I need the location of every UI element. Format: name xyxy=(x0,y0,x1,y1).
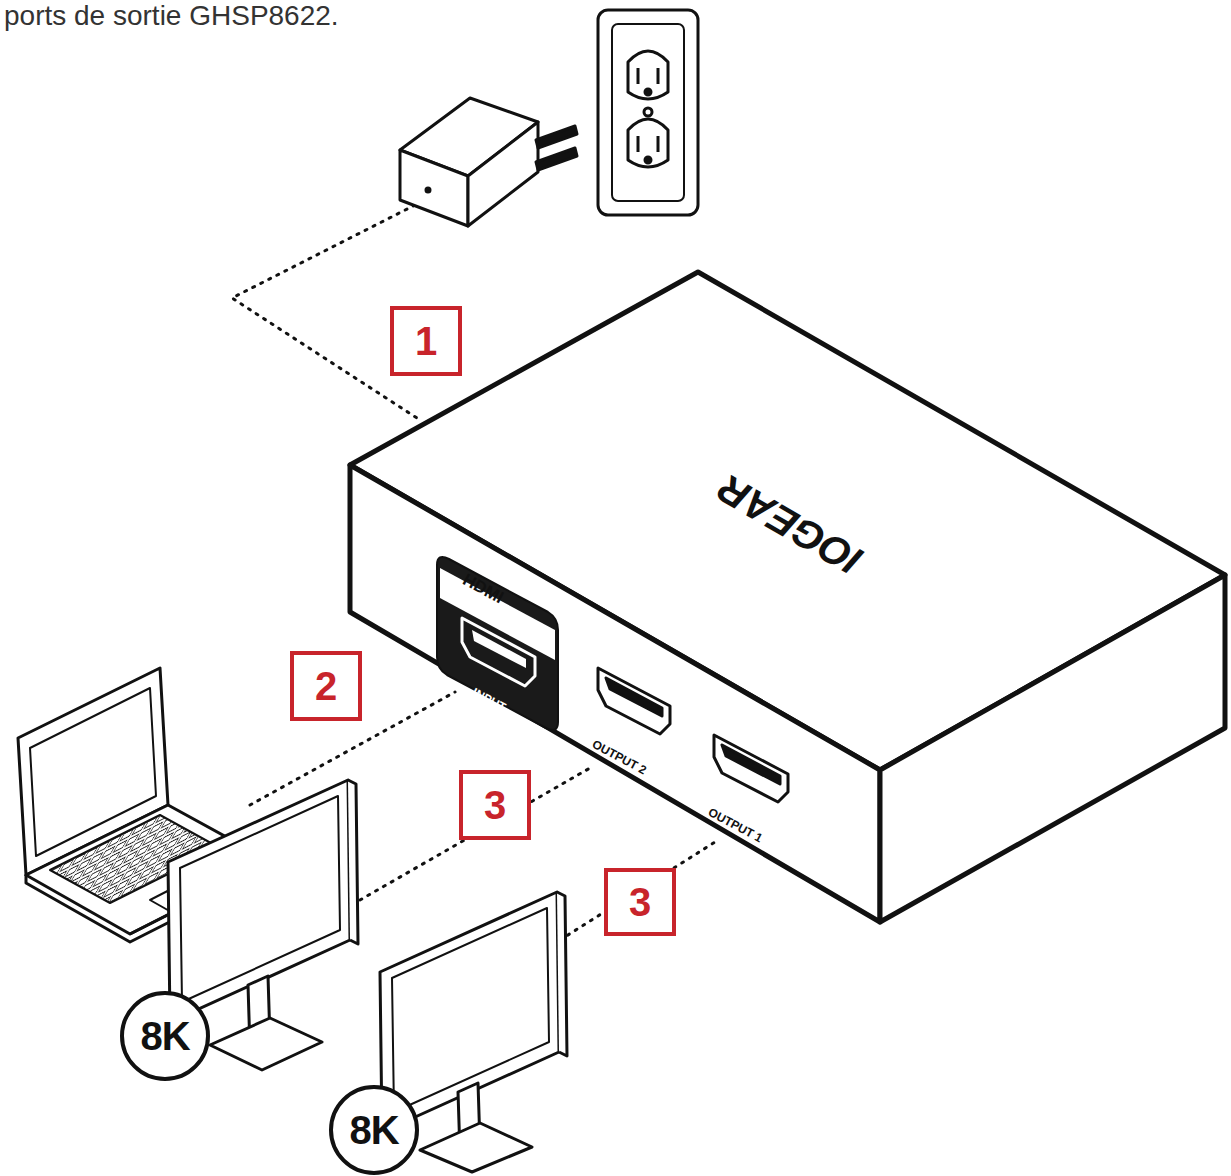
port-label: OUTPUT 1 xyxy=(706,806,764,844)
port-label: INPUT xyxy=(470,686,507,713)
callout-number: 1 xyxy=(415,321,437,361)
hdmi-input-port xyxy=(437,557,558,730)
wall-outlet xyxy=(644,108,652,116)
wall-outlet xyxy=(657,136,660,152)
power-adapter xyxy=(400,150,468,226)
wall-outlet xyxy=(637,136,640,152)
power-adapter xyxy=(536,148,577,170)
callout-box: 2 xyxy=(290,651,362,721)
port-label: HDMI xyxy=(460,571,506,606)
badge-circle xyxy=(331,1087,417,1173)
splitter-housing xyxy=(880,575,1225,922)
splitter-housing xyxy=(350,272,1225,922)
monitor xyxy=(420,1123,532,1172)
callout-number: 3 xyxy=(629,882,651,922)
wall-outlet xyxy=(657,68,660,84)
callout-number: 3 xyxy=(484,785,506,825)
resolution-text: 8K xyxy=(349,1110,398,1150)
hdmi-input-port xyxy=(472,630,526,668)
wall-outlet xyxy=(645,89,651,95)
brand-logo: IOGEAR xyxy=(712,468,869,582)
power-adapter xyxy=(426,188,430,192)
hdmi-input-port xyxy=(462,618,535,686)
power-adapter xyxy=(536,126,577,148)
hdmi-output-port xyxy=(598,668,670,734)
wall-outlet xyxy=(645,157,651,163)
wall-outlet xyxy=(628,51,668,99)
hdmi-output-port xyxy=(722,745,780,784)
wall-outlet xyxy=(598,10,698,215)
hdmi-input-port xyxy=(437,557,558,730)
callout-number: 2 xyxy=(315,666,337,706)
wall-outlet xyxy=(637,68,640,84)
monitor xyxy=(180,796,340,1002)
cable-line xyxy=(560,842,715,940)
hdmi-output-port xyxy=(606,678,662,716)
resolution-badge: 8K xyxy=(119,990,211,1082)
power-adapter xyxy=(468,122,538,226)
caption-text: ports de sortie GHSP8622. xyxy=(4,2,339,30)
callout-box: 3 xyxy=(604,868,676,936)
resolution-badge: 8K xyxy=(328,1084,420,1176)
resolution-text: 8K xyxy=(140,1016,189,1056)
power-adapter xyxy=(400,98,577,226)
callout-box: 1 xyxy=(390,306,462,376)
cable-line xyxy=(360,768,590,900)
wall-outlet xyxy=(628,119,668,167)
wall-outlet xyxy=(598,10,698,215)
hdmi-output-port xyxy=(714,735,788,802)
splitter-housing xyxy=(350,465,880,922)
port-label: OUTPUT 2 xyxy=(590,738,648,776)
monitor xyxy=(348,780,358,944)
monitor xyxy=(392,908,549,1112)
monitor xyxy=(557,892,567,1056)
monitor xyxy=(210,1018,322,1070)
badge-circle xyxy=(122,993,208,1079)
wall-outlet xyxy=(612,24,684,201)
callout-box: 3 xyxy=(459,770,531,840)
hdmi-output-port xyxy=(598,668,788,802)
